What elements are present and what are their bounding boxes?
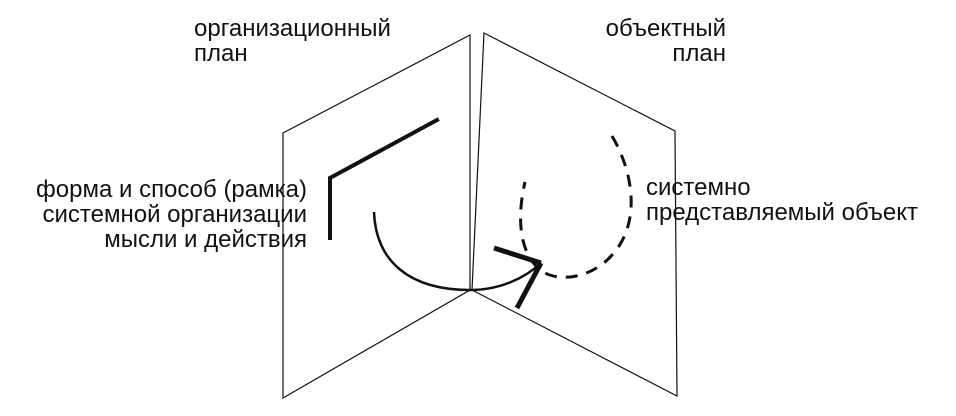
frame-bracket	[328, 117, 440, 240]
object-description-line-2: представляемый объект	[646, 199, 919, 226]
organizational-plane-label: организационный план	[194, 16, 391, 66]
projection-arrow-curve	[372, 211, 542, 292]
frame-description-label: форма и способ (рамка) системной организ…	[36, 177, 307, 252]
arrowhead-lower-barb	[514, 261, 544, 310]
frame-description-line-3: мысли и действия	[104, 226, 307, 253]
frame-description-line-1: форма и способ (рамка)	[36, 176, 307, 203]
organizational-plane-label-line-1: организационный	[194, 15, 391, 42]
organizational-plane-label-line-2: план	[194, 40, 248, 67]
object-plane-label: объектный план	[606, 16, 726, 66]
arrowhead-upper-barb	[493, 245, 542, 266]
frame-description-line-2: системной организации	[42, 201, 308, 228]
object-plane-label-line-1: объектный	[605, 15, 726, 42]
object-description-line-1: системно	[646, 174, 751, 201]
object-plane-panel	[471, 32, 678, 397]
organizational-plane-panel	[282, 34, 471, 400]
object-plane-label-line-2: план	[672, 40, 726, 67]
system-object-dashed-arc	[519, 135, 633, 279]
object-description-label: системно представляемый объект	[646, 175, 918, 225]
